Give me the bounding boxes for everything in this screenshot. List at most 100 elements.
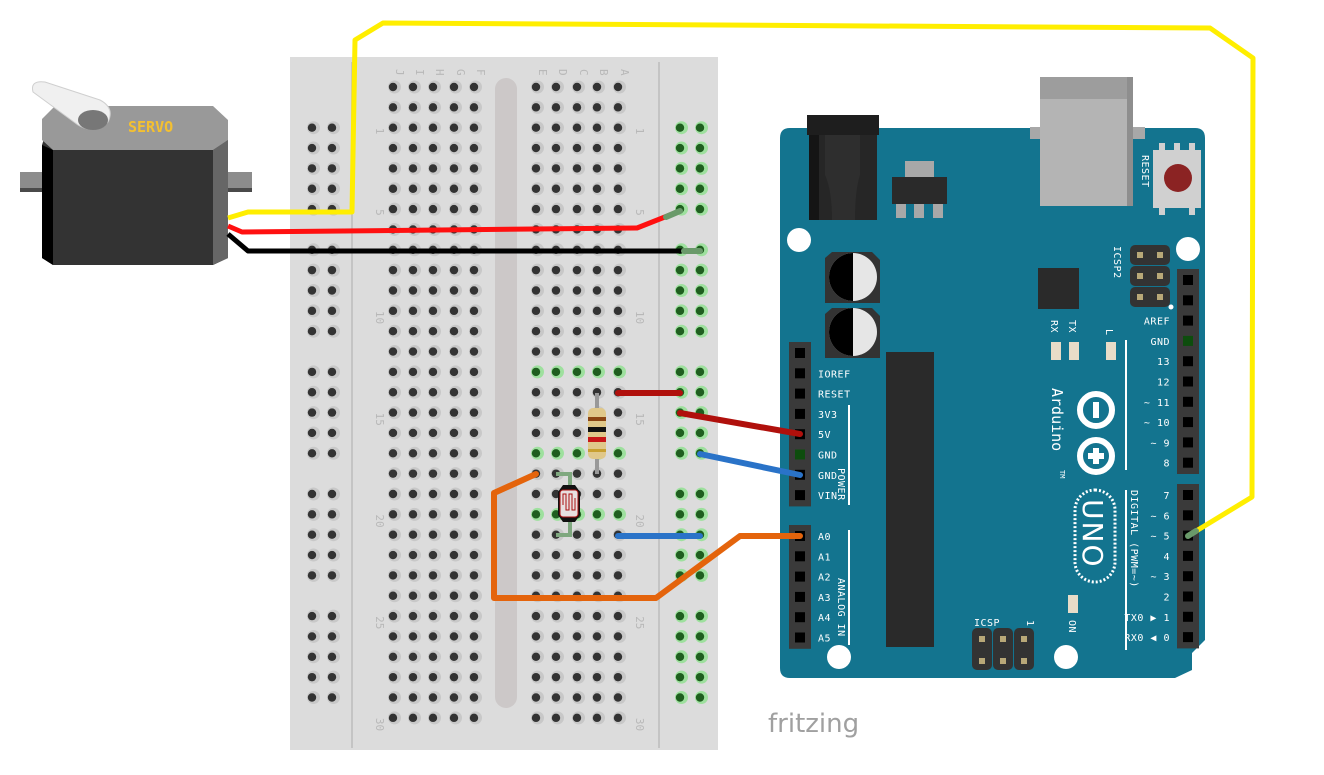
- header-pin[interactable]: [795, 368, 805, 379]
- breadboard-hole[interactable]: [613, 143, 623, 153]
- breadboard-hole[interactable]: [592, 510, 602, 519]
- breadboard-hole[interactable]: [572, 123, 582, 132]
- breadboard-hole[interactable]: [469, 693, 479, 702]
- breadboard-hole[interactable]: [327, 632, 337, 641]
- breadboard-hole[interactable]: [675, 286, 685, 295]
- breadboard-hole[interactable]: [675, 306, 685, 316]
- header-pin[interactable]: [1183, 335, 1193, 346]
- breadboard-hole[interactable]: [531, 693, 541, 702]
- breadboard-hole[interactable]: [408, 652, 418, 661]
- breadboard-hole[interactable]: [469, 123, 479, 132]
- header-pin[interactable]: [1183, 571, 1193, 582]
- header-pin[interactable]: [1183, 275, 1193, 285]
- breadboard-hole[interactable]: [408, 408, 418, 417]
- breadboard-hole[interactable]: [388, 408, 398, 417]
- breadboard-hole[interactable]: [388, 428, 398, 438]
- breadboard-hole[interactable]: [469, 510, 479, 519]
- breadboard-hole[interactable]: [428, 469, 438, 478]
- breadboard-hole[interactable]: [592, 388, 602, 397]
- breadboard-hole[interactable]: [449, 204, 459, 214]
- breadboard-hole[interactable]: [327, 530, 337, 539]
- breadboard-hole[interactable]: [307, 265, 317, 275]
- breadboard-hole[interactable]: [428, 530, 438, 539]
- breadboard-hole[interactable]: [408, 550, 418, 560]
- breadboard-hole[interactable]: [428, 652, 438, 661]
- breadboard-hole[interactable]: [613, 449, 623, 458]
- breadboard-hole[interactable]: [613, 571, 623, 580]
- breadboard-hole[interactable]: [572, 652, 582, 661]
- breadboard-hole[interactable]: [695, 306, 705, 316]
- breadboard-hole[interactable]: [531, 632, 541, 641]
- breadboard-hole[interactable]: [531, 164, 541, 173]
- breadboard-hole[interactable]: [307, 672, 317, 682]
- breadboard-hole[interactable]: [592, 327, 602, 336]
- breadboard-hole[interactable]: [613, 367, 623, 377]
- breadboard-hole[interactable]: [551, 408, 561, 417]
- breadboard-hole[interactable]: [327, 327, 337, 336]
- breadboard-hole[interactable]: [388, 184, 398, 193]
- breadboard-hole[interactable]: [592, 123, 602, 132]
- breadboard-hole[interactable]: [327, 143, 337, 153]
- breadboard-hole[interactable]: [428, 449, 438, 458]
- breadboard-hole[interactable]: [469, 143, 479, 153]
- breadboard-hole[interactable]: [307, 164, 317, 173]
- breadboard-hole[interactable]: [388, 550, 398, 560]
- breadboard-hole[interactable]: [449, 652, 459, 661]
- breadboard-hole[interactable]: [307, 449, 317, 458]
- breadboard-hole[interactable]: [592, 632, 602, 641]
- breadboard-hole[interactable]: [551, 164, 561, 173]
- breadboard-hole[interactable]: [408, 143, 418, 153]
- breadboard-hole[interactable]: [695, 143, 705, 153]
- breadboard-hole[interactable]: [428, 550, 438, 560]
- breadboard-hole[interactable]: [307, 367, 317, 377]
- breadboard-hole[interactable]: [695, 286, 705, 295]
- breadboard-hole[interactable]: [675, 693, 685, 702]
- breadboard-hole[interactable]: [469, 327, 479, 336]
- breadboard-hole[interactable]: [428, 489, 438, 499]
- breadboard-hole[interactable]: [327, 652, 337, 661]
- breadboard-hole[interactable]: [531, 510, 541, 519]
- breadboard-hole[interactable]: [695, 550, 705, 560]
- breadboard-hole[interactable]: [408, 123, 418, 132]
- breadboard-hole[interactable]: [388, 469, 398, 478]
- header-pin[interactable]: [1183, 611, 1193, 622]
- header-pin[interactable]: [795, 551, 805, 562]
- breadboard-hole[interactable]: [307, 184, 317, 193]
- header-pin[interactable]: [1183, 376, 1193, 387]
- header-pin[interactable]: [795, 388, 805, 399]
- breadboard-hole[interactable]: [428, 591, 438, 600]
- reset-button[interactable]: [1153, 143, 1201, 215]
- breadboard-hole[interactable]: [327, 449, 337, 458]
- breadboard-hole[interactable]: [408, 469, 418, 478]
- breadboard-hole[interactable]: [469, 306, 479, 316]
- breadboard-hole[interactable]: [572, 103, 582, 112]
- breadboard-hole[interactable]: [449, 367, 459, 377]
- breadboard-hole[interactable]: [613, 510, 623, 519]
- breadboard-hole[interactable]: [695, 672, 705, 682]
- breadboard-hole[interactable]: [572, 306, 582, 316]
- breadboard-hole[interactable]: [408, 571, 418, 580]
- breadboard-hole[interactable]: [531, 489, 541, 499]
- breadboard-hole[interactable]: [613, 347, 623, 356]
- breadboard-hole[interactable]: [531, 428, 541, 438]
- breadboard-hole[interactable]: [531, 550, 541, 560]
- breadboard-hole[interactable]: [592, 164, 602, 173]
- breadboard-hole[interactable]: [572, 672, 582, 682]
- breadboard-hole[interactable]: [307, 123, 317, 132]
- breadboard-hole[interactable]: [551, 347, 561, 356]
- breadboard-hole[interactable]: [695, 510, 705, 519]
- breadboard-hole[interactable]: [572, 184, 582, 193]
- breadboard-hole[interactable]: [695, 652, 705, 661]
- wire-yellow-signal[interactable]: [227, 20, 1256, 539]
- breadboard-hole[interactable]: [572, 286, 582, 295]
- breadboard-hole[interactable]: [531, 265, 541, 275]
- breadboard-hole[interactable]: [428, 428, 438, 438]
- breadboard-hole[interactable]: [469, 184, 479, 193]
- breadboard-hole[interactable]: [531, 408, 541, 417]
- breadboard-hole[interactable]: [428, 672, 438, 682]
- breadboard-hole[interactable]: [408, 367, 418, 377]
- breadboard-hole[interactable]: [449, 591, 459, 600]
- breadboard-hole[interactable]: [449, 632, 459, 641]
- breadboard-hole[interactable]: [531, 184, 541, 193]
- breadboard-hole[interactable]: [428, 123, 438, 132]
